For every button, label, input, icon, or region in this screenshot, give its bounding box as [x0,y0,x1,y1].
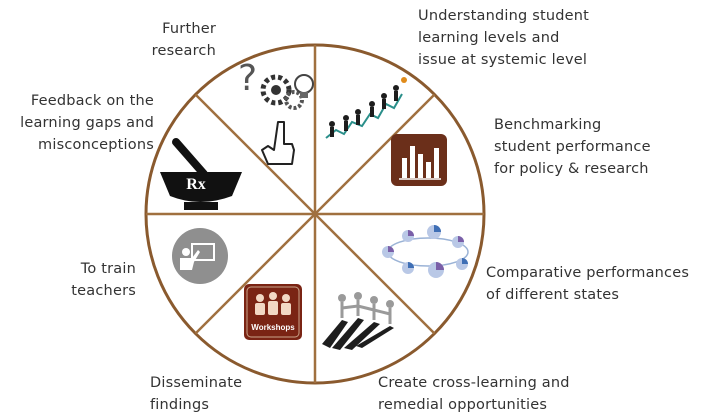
people-holding-hands-icon [322,292,394,350]
workshops-text: Workshops [251,323,295,332]
label-train-teachers: To train teachers [71,261,136,299]
climbing-people-icon [325,77,407,139]
mortar-pestle-rx-icon [160,138,242,210]
pointing-hand-icon [261,121,295,165]
label-feedback: Feedback on the learning gaps and miscon… [20,93,154,153]
pie-network-icon [382,225,469,278]
label-benchmarking: Benchmarking student performance for pol… [494,117,651,177]
research-gears-icon: ? [238,58,314,110]
rx-symbol: Rx [186,176,206,193]
wheel [144,43,486,385]
label-comparative: Comparative performances of different st… [486,265,690,303]
bar-chart-icon [391,134,447,186]
svg-text:?: ? [238,58,257,99]
label-further-research: Further research [151,21,216,59]
label-understanding: Understanding student learning levels an… [418,8,590,68]
workshops-icon: Workshops [244,284,302,340]
spoke-diagonal-b [194,93,436,335]
label-cross-learning: Create cross-learning and remedial oppor… [378,375,570,413]
label-disseminate: Disseminate findings [150,375,243,413]
teacher-presentation-icon [172,228,228,284]
